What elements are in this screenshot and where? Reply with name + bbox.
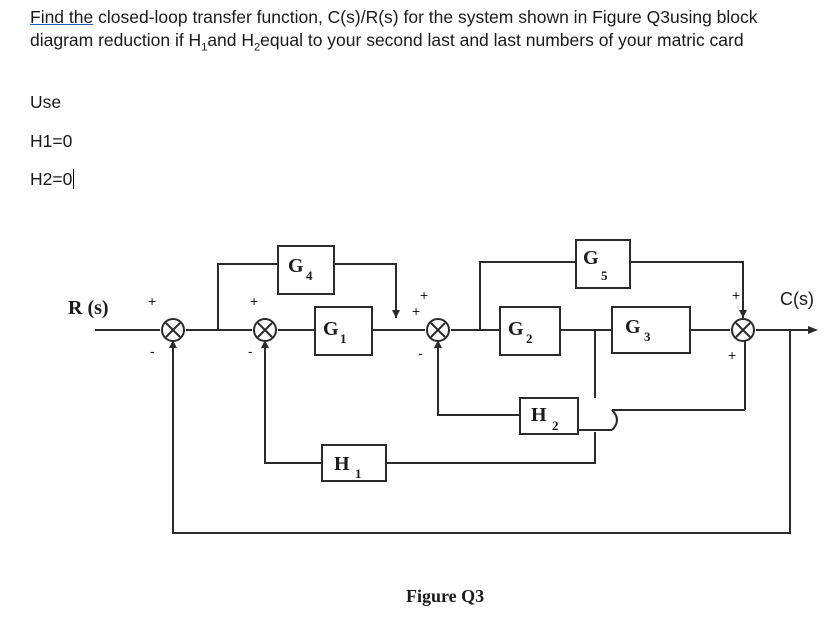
sign-s3-plus-top: +	[420, 287, 428, 303]
text-cursor	[73, 169, 75, 189]
sign-s2-minus: -	[248, 343, 253, 359]
question-part-2: and H	[207, 30, 255, 50]
block-g1: G 1	[314, 306, 373, 356]
question-part-1: closed-loop transfer function, C(s)/R(s)…	[30, 7, 758, 50]
g5-sub: 5	[601, 268, 608, 283]
sum-junction-2	[253, 318, 277, 342]
block-g4: G 4	[277, 245, 335, 295]
h2-value: H2=0	[30, 169, 73, 189]
figure-caption: Figure Q3	[406, 586, 484, 606]
h2-line[interactable]: H2=0	[30, 169, 75, 190]
wire-outer-loop	[172, 330, 791, 534]
output-label: C(s)	[780, 289, 814, 309]
wire-g5-path	[479, 261, 744, 330]
sub-2: 2	[254, 41, 261, 54]
block-h2: H 2	[519, 397, 579, 435]
block-h1: H 1	[321, 444, 387, 482]
wire-h2-left	[437, 342, 520, 416]
g3-base: G	[625, 316, 641, 338]
g2-base: G	[508, 318, 524, 340]
g4-base: G	[288, 255, 304, 277]
wire-g4-path	[217, 263, 397, 330]
block-g3: G 3	[611, 306, 691, 354]
use-label: Use	[30, 92, 62, 112]
g3-sub: 3	[644, 329, 651, 344]
question-text: Find the closed-loop transfer function, …	[30, 6, 820, 60]
arrowheads	[169, 310, 818, 348]
input-label: R (s)	[68, 297, 109, 319]
find-link[interactable]: Find the	[30, 7, 94, 27]
sum-junction-3	[426, 318, 450, 342]
h2-base: H	[531, 404, 547, 426]
sign-s3-plus-left: +	[412, 303, 420, 319]
g4-sub: 4	[306, 268, 313, 283]
sign-s1-minus: -	[150, 343, 155, 359]
wire-h2-right	[578, 409, 745, 431]
g1-sub: 1	[340, 331, 347, 346]
sign-s2-plus: +	[250, 293, 258, 309]
sum-junction-4	[731, 318, 755, 342]
sign-s1-plus: +	[148, 293, 156, 309]
sign-s4-plus-top: +	[732, 287, 740, 303]
h1-sub: 1	[355, 466, 362, 481]
sign-s3-minus: -	[418, 345, 423, 361]
h1-base: H	[334, 453, 350, 475]
question-part-3: equal to your second last and last numbe…	[260, 30, 744, 50]
sub-1: 1	[201, 41, 208, 54]
wire-h1-path	[264, 330, 596, 464]
block-g5: G 5	[575, 239, 631, 289]
block-g2: G 2	[499, 306, 561, 356]
sign-s4-plus-bottom: +	[728, 347, 736, 363]
g5-base: G	[583, 247, 599, 269]
h1-line[interactable]: H1=0	[30, 131, 73, 151]
g2-sub: 2	[526, 331, 533, 346]
sum-junction-1	[161, 318, 185, 342]
h2-sub: 2	[552, 418, 559, 433]
g1-base: G	[323, 318, 339, 340]
